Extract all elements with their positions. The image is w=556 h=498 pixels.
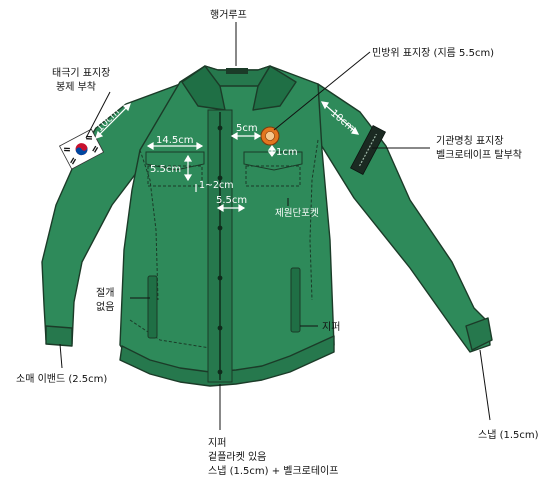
front-label-1: 지퍼 [208,437,226,449]
seams [129,139,319,349]
zipper-placket [207,109,233,383]
hanger-loop-label: 행거루프 [210,9,247,21]
left-zipper-pocket [147,275,158,339]
zipper-label: 지퍼 [322,321,340,333]
agency-name-tag [350,124,386,176]
waistband [119,335,335,387]
agency-tag-label-1: 기관명칭 표지장 [436,135,504,147]
flag-badge-label-2: 봉제 부착 [56,81,96,93]
chest-pockets [145,151,303,187]
sleeve-band-label: 소매 이밴드 (2.5cm) [16,373,107,385]
hanger-loop [226,68,248,74]
callout-lines [59,22,491,430]
no-cut-label-1: 절개 [96,286,114,299]
snap-label: 스냅 (1.5cm) [478,429,539,441]
agency-tag-label-2: 벨크로테이프 탈부착 [436,148,522,161]
right-zipper-pocket [290,267,301,333]
front-label-3: 스냅 (1.5cm) + 벨크로테이프 [208,465,338,477]
dim-flap-gap: 1~2cm [199,180,234,191]
flag-badge-label-1: 태극기 표지장 [52,67,110,79]
uniform-pocket-label: 제원단포켓 [275,208,319,219]
civil-defense-badge-label: 민방위 표지장 (지름 5.5cm) [372,46,494,59]
front-label-2: 겉플라켓 있음 [208,451,266,463]
dimension-arrows [95,101,360,213]
right-chest-pocket [245,165,301,187]
dim-center-offset: 5.5cm [216,195,247,206]
dim-pocket-width: 14.5cm [156,135,194,146]
collar-back [204,65,271,87]
left-cuff [45,325,73,347]
dim-pocket-height: 5.5cm [150,164,181,175]
no-cut-label-2: 없음 [96,300,114,313]
left-chest-pocket [147,165,203,187]
korean-flag-badge-icon [58,128,105,170]
dim-badge-offset: 5cm [236,123,258,134]
dim-badge-drop: 1cm [276,147,298,158]
civil-defense-badge-icon [260,126,280,146]
lower-pockets [147,267,301,339]
right-cuff [465,317,493,351]
